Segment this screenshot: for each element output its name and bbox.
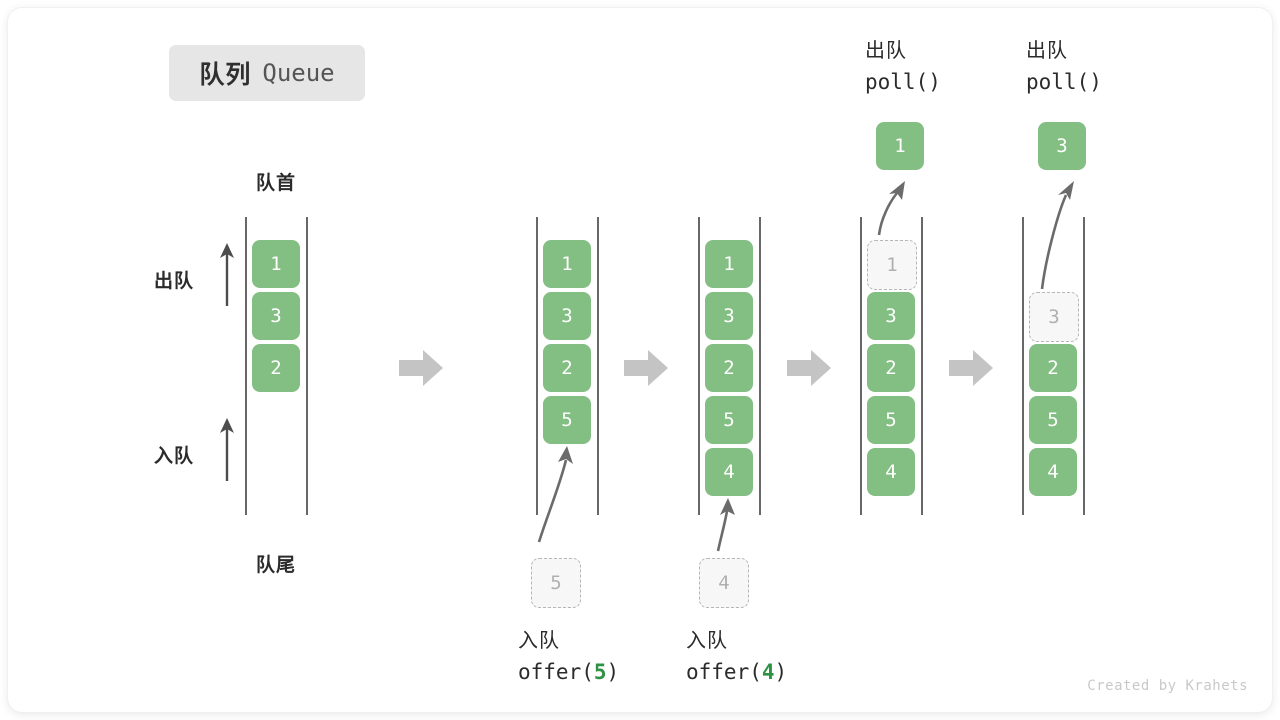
code-post: ) <box>774 660 788 684</box>
rail-left <box>1022 217 1024 515</box>
diagram-stage: 队列 Queue 队首 队尾 出队 入队 1 3 2 1 3 2 5 5 入 <box>8 8 1272 712</box>
rail-right <box>597 217 599 515</box>
caption-poll-1: 出队 poll() <box>865 36 941 98</box>
queue-cell: 3 <box>705 292 753 340</box>
flow-arrow-icon <box>399 350 443 386</box>
queue-cell: 5 <box>1029 396 1077 444</box>
queue-cell: 2 <box>705 344 753 392</box>
dequeue-direction-label: 出队 <box>154 271 195 292</box>
caption-chinese: 出队 <box>865 40 907 62</box>
queue-cell: 1 <box>705 240 753 288</box>
rail-right <box>921 217 923 515</box>
queue-cell: 5 <box>867 396 915 444</box>
rail-left <box>860 217 862 515</box>
queue-cell: 3 <box>543 292 591 340</box>
queue-container-initial: 1 3 2 <box>245 217 308 515</box>
queue-cell-removed: 1 <box>867 240 917 290</box>
dequeue-motion-arrow <box>1040 181 1074 290</box>
queue-cell: 4 <box>867 448 915 496</box>
dequeue-motion-arrow <box>877 181 905 236</box>
rail-right <box>306 217 308 515</box>
enqueue-direction-arrow <box>220 418 234 481</box>
queue-cell: 1 <box>252 240 300 288</box>
queue-container-poll-1: 1 3 2 5 4 <box>860 217 923 515</box>
caption-chinese: 出队 <box>1026 40 1068 62</box>
flow-arrow-icon <box>624 350 668 386</box>
queue-cell: 1 <box>543 240 591 288</box>
diagram-card: 队列 Queue 队首 队尾 出队 入队 1 3 2 1 3 2 5 5 入 <box>8 8 1272 712</box>
rail-left <box>698 217 700 515</box>
queue-cell-new: 4 <box>705 448 753 496</box>
head-label: 队首 <box>255 173 296 194</box>
flow-arrow-icon <box>787 350 831 386</box>
caption-poll-3: 出队 poll() <box>1026 36 1102 98</box>
queue-cell-removed: 3 <box>1029 292 1079 342</box>
title-chinese: 队列 <box>199 61 252 89</box>
queue-container-offer-5: 1 3 2 5 <box>536 217 599 515</box>
title-english: Queue <box>262 59 335 87</box>
caption-chinese: 入队 <box>686 630 728 652</box>
code-pre: offer( <box>518 660 594 684</box>
caption-code: poll() <box>1026 70 1102 94</box>
caption-chinese: 入队 <box>518 630 560 652</box>
incoming-element-ghost: 4 <box>699 558 749 608</box>
diagram-title-badge: 队列 Queue <box>169 45 365 101</box>
rail-right <box>759 217 761 515</box>
caption-code: poll() <box>865 70 941 94</box>
outgoing-element: 3 <box>1038 122 1086 170</box>
queue-cell: 4 <box>1029 448 1077 496</box>
code-post: ) <box>606 660 620 684</box>
rail-right <box>1083 217 1085 515</box>
queue-container-offer-4: 1 3 2 5 4 <box>698 217 761 515</box>
caption-code: offer(5) <box>518 656 619 688</box>
enqueue-motion-arrow <box>716 498 735 552</box>
flow-arrow-icon <box>949 350 993 386</box>
tail-label: 队尾 <box>255 555 296 576</box>
rail-left <box>536 217 538 515</box>
code-arg: 4 <box>761 660 775 684</box>
caption-code: offer(4) <box>686 656 787 688</box>
queue-cell: 2 <box>1029 344 1077 392</box>
caption-offer-4: 入队 offer(4) <box>686 626 787 688</box>
incoming-element-ghost: 5 <box>531 558 581 608</box>
queue-cell: 2 <box>867 344 915 392</box>
rail-left <box>245 217 247 515</box>
watermark-credit: Created by Krahets <box>1087 678 1248 694</box>
queue-cell: 3 <box>867 292 915 340</box>
outgoing-element: 1 <box>876 122 924 170</box>
queue-cell: 3 <box>252 292 300 340</box>
queue-cell: 2 <box>543 344 591 392</box>
code-pre: offer( <box>686 660 762 684</box>
dequeue-direction-arrow <box>220 243 234 306</box>
queue-cell: 2 <box>252 344 300 392</box>
enqueue-motion-arrow <box>537 446 573 543</box>
caption-offer-5: 入队 offer(5) <box>518 626 619 688</box>
queue-cell: 5 <box>705 396 753 444</box>
queue-container-poll-3: 3 2 5 4 <box>1022 217 1085 515</box>
queue-cell-new: 5 <box>543 396 591 444</box>
enqueue-direction-label: 入队 <box>154 446 195 467</box>
code-arg: 5 <box>593 660 607 684</box>
